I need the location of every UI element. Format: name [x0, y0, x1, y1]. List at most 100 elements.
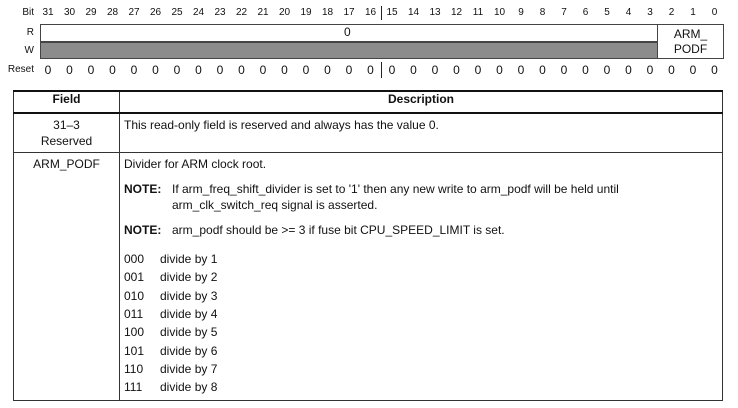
reset-value: 0	[388, 63, 396, 77]
reset-value: 0	[711, 63, 718, 77]
field-name: ARM_PODF	[33, 157, 100, 171]
table-row: ARM_PODF Divider for ARM clock root. NOT…	[13, 151, 723, 402]
encoding-meaning: divide by 2	[160, 270, 218, 285]
note-text: If arm_freq_shift_divider is set to '1' …	[172, 182, 619, 212]
bit-number-divider	[381, 6, 382, 20]
reset-value: 0	[345, 63, 353, 77]
reset-value: 0	[603, 63, 611, 77]
field-description-table: Field Description 31–3 Reserved This rea…	[13, 90, 723, 402]
reset-value: 0	[302, 63, 310, 77]
encoding-row: 111 divide by 8	[124, 378, 718, 396]
read-row-label: R	[26, 27, 34, 38]
bit-number: 5	[604, 7, 610, 18]
arm-podf-field-name-2: PODF	[673, 42, 708, 56]
reset-value: 0	[87, 63, 95, 77]
bit-number: 9	[518, 7, 524, 18]
bit-number: 20	[278, 7, 291, 18]
arm-podf-field-name-1: ARM_	[673, 27, 708, 41]
encoding-row: 010 divide by 3	[124, 287, 718, 305]
bit-number: 24	[192, 7, 205, 18]
reset-value: 0	[66, 63, 73, 77]
bit-number: 26	[149, 7, 162, 18]
reset-value: 0	[431, 63, 439, 77]
bit-number: 11	[472, 7, 484, 18]
table-row: 31–3 Reserved This read-only field is re…	[13, 112, 723, 153]
reset-value: 0	[453, 63, 460, 77]
note-label: NOTE:	[124, 223, 162, 237]
reset-value: 0	[625, 63, 632, 77]
reset-divider	[381, 62, 382, 78]
description-cell: This read-only field is reserved and alw…	[119, 112, 723, 153]
encoding-row: 001 divide by 2	[124, 268, 718, 286]
encoding-row: 011 divide by 4	[124, 305, 718, 323]
reset-value: 0	[560, 63, 568, 77]
encoding-row: 101 divide by 6	[124, 341, 718, 359]
encoding-code: 010	[124, 288, 145, 303]
bit-number: 30	[63, 7, 76, 18]
field-cell: 31–3 Reserved	[13, 112, 120, 153]
encoding-meaning: divide by 5	[160, 325, 218, 340]
reset-value: 0	[474, 63, 482, 77]
bit-number: 1	[690, 7, 696, 18]
bit-number: 17	[343, 7, 355, 18]
bit-number: 21	[257, 7, 269, 18]
reset-value: 0	[517, 63, 525, 77]
encoding-code: 110	[124, 361, 144, 376]
field-header: Field	[13, 90, 120, 114]
bit-number: 8	[539, 7, 546, 18]
reserved-read-value: 0	[344, 25, 351, 39]
bit-number: 16	[364, 7, 377, 18]
reset-value: 0	[582, 63, 589, 77]
encoding-row: 110 divide by 7	[124, 360, 718, 378]
encoding-code: 111	[124, 380, 143, 395]
bit-number: 3	[647, 7, 653, 18]
description-text: Divider for ARM clock root.	[124, 157, 267, 171]
bit-number: 19	[300, 7, 312, 18]
encoding-code: 101	[124, 343, 145, 358]
encoding-meaning: divide by 3	[160, 288, 218, 303]
field-bits: 31–3	[53, 118, 80, 132]
bit-number: 12	[450, 7, 463, 18]
reset-value: 0	[668, 63, 675, 77]
encoding-code: 000	[124, 252, 145, 267]
reset-value: 0	[646, 63, 654, 77]
reset-value: 0	[109, 63, 116, 77]
reset-value: 0	[281, 63, 288, 77]
reset-value: 0	[195, 63, 202, 77]
field-name: Reserved	[40, 134, 93, 148]
description-cell: Divider for ARM clock root. NOTE: If arm…	[119, 151, 723, 402]
encoding-meaning: divide by 1	[160, 252, 218, 267]
encoding-meaning: divide by 6	[160, 343, 218, 358]
bit-number: 0	[711, 7, 718, 18]
reset-value: 0	[689, 63, 697, 77]
encoding-meaning: divide by 4	[160, 307, 218, 322]
bit-number: 6	[582, 7, 589, 18]
bit-number: 4	[625, 7, 632, 18]
bit-number: 7	[561, 7, 567, 18]
arm-podf-field: ARM_ PODF	[657, 24, 724, 59]
reset-value: 0	[152, 63, 159, 77]
encoding-row: 000 divide by 1	[124, 250, 718, 268]
reset-value: 0	[259, 63, 267, 77]
encoding-meaning: divide by 7	[160, 361, 218, 376]
note-label: NOTE:	[124, 182, 162, 196]
reset-value: 0	[496, 63, 503, 77]
reset-value: 0	[130, 63, 138, 77]
encoding-meaning: divide by 8	[160, 380, 218, 395]
bit-number: 13	[429, 7, 441, 18]
bit-number: 31	[42, 7, 54, 18]
reset-value: 0	[539, 63, 546, 77]
description-header: Description	[119, 90, 723, 114]
reset-value: 0	[324, 63, 331, 77]
description-text: This read-only field is reserved and alw…	[124, 118, 439, 132]
encoding-code: 001	[124, 270, 145, 285]
encoding-code: 100	[124, 325, 145, 340]
reset-value: 0	[410, 63, 417, 77]
bit-number: 15	[386, 7, 398, 18]
bit-row-label: Bit	[22, 7, 34, 18]
encoding-list: 000 divide by 1 001 divide by 2 010 divide …	[124, 250, 718, 396]
encoding-code: 011	[124, 307, 144, 322]
reset-value: 0	[367, 63, 374, 77]
bit-number: 28	[106, 7, 119, 18]
